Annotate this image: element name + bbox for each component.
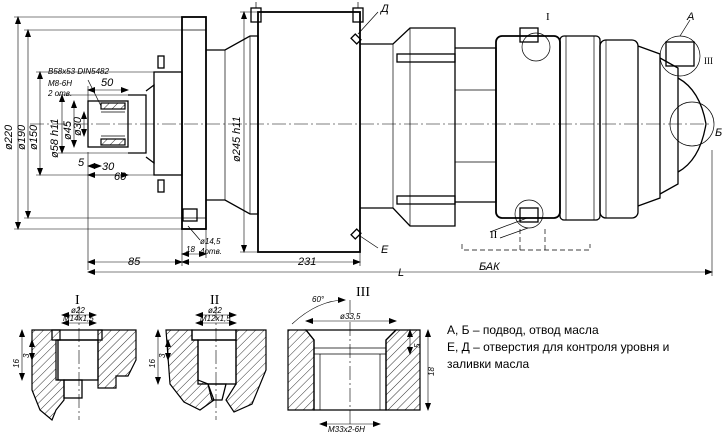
label-II-main: II [490,229,498,241]
detail-II-thread: M12x1,5 [200,314,231,323]
dim-d45: ø45 [62,120,74,140]
main-view-labels: ø220 ø190 ø150 ø58 h11 ø45 ø30 ø245 h11 … [3,3,722,279]
shaft-end [87,83,155,165]
detail-III-h18: 18 [427,367,436,376]
main-housing [250,2,364,253]
label-B: Б [715,127,722,139]
detail-I-d22: ø22 [71,306,85,315]
detail-I-thread: M14x1,5 [63,314,94,323]
dim-d220: ø220 [3,124,15,150]
note-line-3: заливки масла [447,357,530,371]
dim-85: 85 [128,256,141,268]
holes-4: 4отв. [200,247,222,256]
dim-231: 231 [297,256,316,268]
detail-III-h5: 5 [413,343,422,348]
mounting-flange [153,16,207,230]
detail-III-thread: M33x2-6H [328,425,365,434]
dim-d58: ø58 h11 [49,118,61,158]
plug-E [350,228,362,240]
detail-II-h3: 3 [158,353,167,358]
dim-L: L [398,267,404,279]
spline-spec: B58x53 DIN5482 [48,67,109,76]
rear-body [495,27,707,223]
label-D: Д [379,3,389,15]
dim-18: 18 [186,245,195,254]
dim-5: 5 [78,157,85,169]
detail-II-title: II [210,293,220,308]
detail-I-h3: 3 [22,353,31,358]
detail-II-d22: ø22 [208,306,222,315]
dim-d14-5: ø14,5 [200,237,221,246]
detail-I-title: I [75,293,80,308]
plug-D [350,33,362,45]
holes-2: 2 отв. [47,89,72,98]
label-A: А [686,11,694,23]
dim-d245: ø245 h11 [231,116,243,162]
detail-I-h16: 16 [12,359,21,368]
detail-III-d33-5: ø33,5 [340,312,361,321]
dimension-lines [14,11,713,276]
detail-III-angle: 60° [312,295,325,304]
detail-II: II ø22 M12x1,5 16 3 [148,293,267,420]
label-E: Е [381,244,389,256]
dim-d150: ø150 [28,124,40,150]
label-I-main: I [546,11,550,23]
dim-50: 50 [101,77,114,89]
tank-outline [461,244,591,251]
detail-III: III 60° ø33,5 M33x2-6H 5 18 [287,285,436,434]
middle-body [360,27,497,227]
detail-III-title: III [356,285,370,300]
detail-I: I ø22 M14x1,5 16 3 [12,293,137,421]
dim-d190: ø190 [16,124,28,150]
detail-circle-I [521,32,551,62]
detail-II-h16: 16 [148,359,157,368]
dim-60: 60 [114,171,127,183]
label-tank: БАК [479,261,500,273]
dim-d30: ø30 [72,116,84,136]
thread-m8: M8-6H [48,79,72,88]
note-line-1: А, Б – подвод, отвод масла [447,323,599,337]
detail-circle-II [514,199,544,229]
note-line-2: Е, Д – отверстия для контроля уровня и [447,340,670,354]
detail-circle-B [669,101,715,147]
main-view [30,2,715,253]
dim-30: 30 [102,161,115,173]
label-III-main: III [704,56,713,66]
